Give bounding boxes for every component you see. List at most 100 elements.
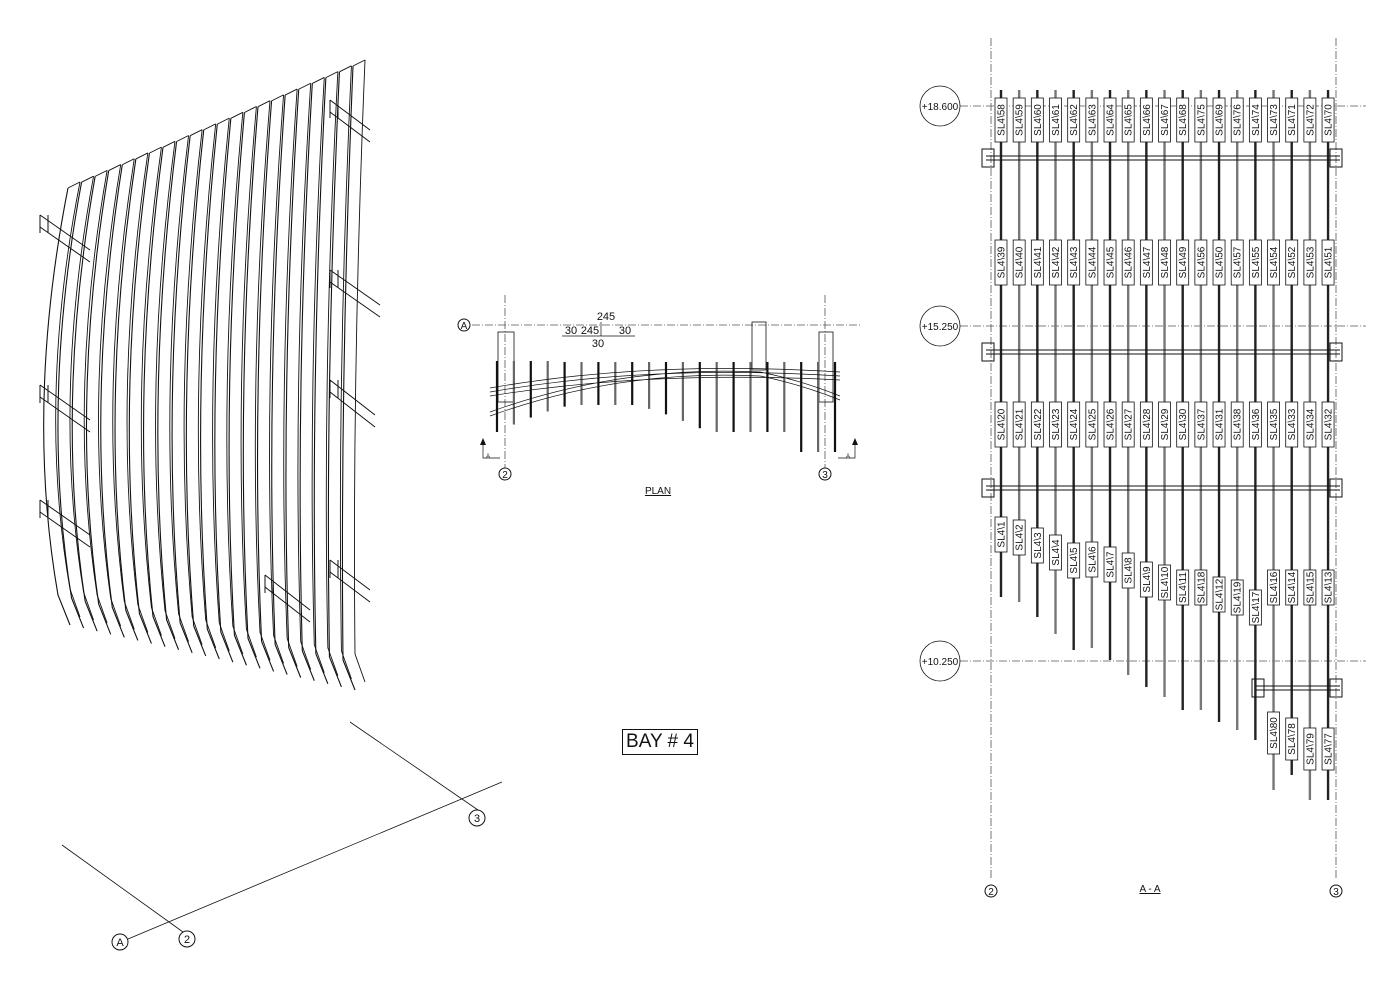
fin xyxy=(57,182,85,629)
slat-label-box xyxy=(1303,569,1317,606)
level-label: +15.250 xyxy=(922,322,959,333)
fin-top xyxy=(352,59,366,67)
slat-label: SL4\76 xyxy=(1233,104,1244,136)
dim-middle: 245 xyxy=(581,325,599,337)
slat-label: SL4\53 xyxy=(1305,246,1316,278)
slat-label: SL4\9 xyxy=(1142,566,1153,593)
slat-label-box xyxy=(1176,569,1190,606)
slat-label: SL4\6 xyxy=(1087,546,1098,573)
svg-text:A: A xyxy=(846,454,850,460)
fin xyxy=(299,83,315,681)
fin-top xyxy=(176,135,189,142)
slat-label-box xyxy=(1158,97,1171,143)
slat-label-box xyxy=(1121,97,1135,143)
slat-label: SL4\75 xyxy=(1196,104,1207,136)
fin-edge xyxy=(183,129,203,646)
fin-edge xyxy=(297,83,312,670)
slat-label: SL4\74 xyxy=(1251,104,1262,136)
fin-top xyxy=(271,94,284,102)
fin-top xyxy=(135,152,149,160)
slat-label: SL4\42 xyxy=(1051,246,1062,278)
slat-label-box xyxy=(1230,579,1244,616)
support-bracket xyxy=(329,99,371,143)
fin xyxy=(200,124,220,660)
fin xyxy=(171,135,193,654)
slat-label: SL4\61 xyxy=(1051,104,1062,136)
fin-top xyxy=(244,106,257,113)
slat-label-box xyxy=(1139,97,1153,143)
slat-label-box xyxy=(1212,97,1226,143)
fin xyxy=(256,100,275,672)
slat-label: SL4\7 xyxy=(1106,551,1117,578)
fin-top xyxy=(149,146,162,154)
fin-edge xyxy=(169,135,190,642)
beam-bracket xyxy=(1329,342,1343,362)
slat-label: SL4\66 xyxy=(1142,104,1153,136)
fin-edge xyxy=(126,152,149,633)
fin-top xyxy=(339,65,352,73)
plan-bubble-2: 2 xyxy=(498,467,512,481)
svg-text:2: 2 xyxy=(184,934,190,946)
slat-label-box xyxy=(1230,401,1244,448)
slat-label-box xyxy=(1067,542,1081,579)
fin-edge xyxy=(112,158,135,630)
grid-line-3 xyxy=(349,721,479,811)
slat-label-box xyxy=(1248,239,1262,286)
slat-label-box xyxy=(1067,97,1081,143)
slat-label: SL4\30 xyxy=(1178,408,1189,440)
fin-edge xyxy=(353,59,366,683)
slat-label: SL4\37 xyxy=(1196,408,1207,440)
slat-label: SL4\77 xyxy=(1324,733,1335,765)
slat-label-box xyxy=(1212,239,1226,286)
fin xyxy=(341,65,356,691)
slat-label-box xyxy=(1321,97,1335,143)
slat-label: SL4\45 xyxy=(1106,246,1117,278)
slat-label-box xyxy=(1248,401,1262,448)
slat-label: SL4\27 xyxy=(1124,408,1135,440)
slat-label: SL4\64 xyxy=(1106,104,1117,136)
slat-label-box xyxy=(1049,401,1062,448)
slat-label-box xyxy=(1285,569,1299,606)
slat-label: SL4\16 xyxy=(1269,571,1280,603)
fin-edge xyxy=(311,77,325,673)
slat-label: SL4\31 xyxy=(1215,408,1226,440)
section-bubble-3: 3 xyxy=(1329,884,1343,898)
slat-label: SL4\59 xyxy=(1015,104,1026,136)
slat-label-box xyxy=(1139,561,1153,598)
section-mark-right: A xyxy=(838,438,858,460)
fin-edge xyxy=(339,65,352,680)
section-bubble-2: 2 xyxy=(984,884,998,898)
dim-left: 30 xyxy=(565,325,577,337)
svg-text:A: A xyxy=(461,321,468,332)
slat-label: SL4\67 xyxy=(1160,104,1171,136)
slat-label-box xyxy=(1012,97,1026,143)
beam-bracket xyxy=(981,148,995,168)
slat-label-box xyxy=(1267,711,1280,755)
fin-top xyxy=(203,123,216,131)
fin-top xyxy=(81,175,94,183)
level-bubble xyxy=(919,640,961,682)
slat-label: SL4\62 xyxy=(1069,104,1080,136)
slat-label: SL4\14 xyxy=(1287,571,1298,603)
fin xyxy=(85,170,112,635)
slat-label-box xyxy=(1121,401,1135,448)
slat-label-box xyxy=(1194,97,1208,143)
slat-label-box xyxy=(994,401,1008,448)
slat-label: SL4\34 xyxy=(1305,408,1316,440)
slat-label: SL4\44 xyxy=(1087,246,1098,278)
slat-label-box xyxy=(1030,401,1044,448)
fin-top xyxy=(217,117,230,125)
slat-label: SL4\21 xyxy=(1015,408,1026,440)
svg-text:A: A xyxy=(116,937,124,949)
beam-bracket xyxy=(1251,678,1265,698)
fin-top xyxy=(162,140,176,148)
slat-label-box xyxy=(1049,239,1062,286)
slat-label: SL4\12 xyxy=(1215,578,1226,610)
slat-label-box xyxy=(1285,401,1299,448)
axo-bubble-a: A xyxy=(111,933,129,951)
slat-label-box xyxy=(1285,717,1299,761)
fin xyxy=(271,95,288,675)
slat-label-box xyxy=(1121,552,1135,589)
